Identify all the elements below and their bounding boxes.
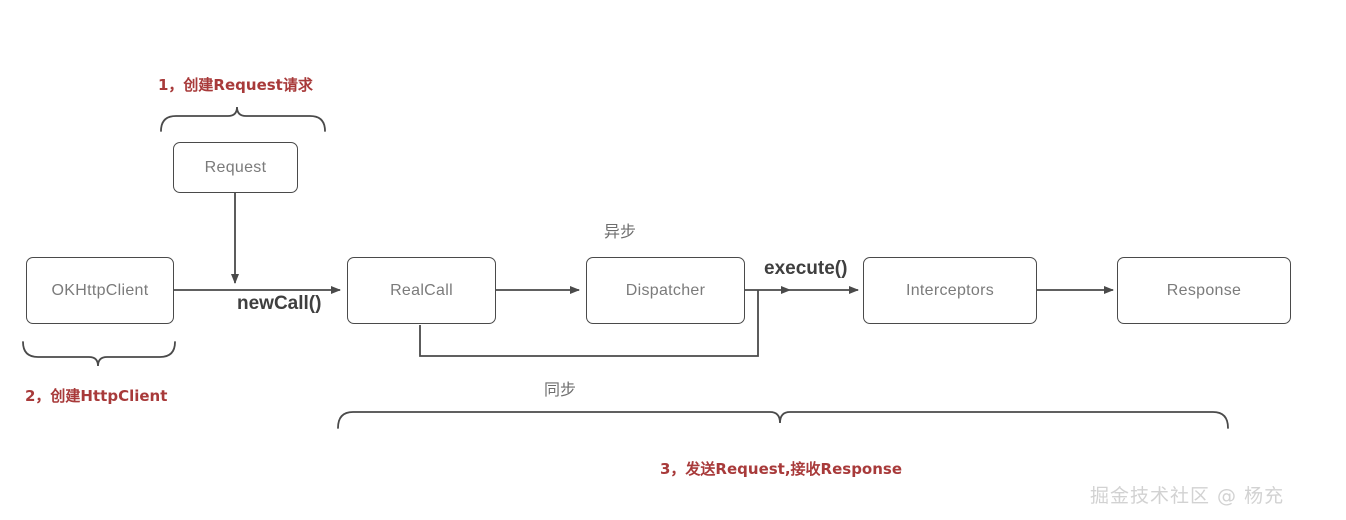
node-response[interactable]: Response — [1117, 257, 1291, 324]
node-interceptors-label: Interceptors — [905, 281, 995, 299]
node-okhttpclient-label: OKHttpClient — [51, 281, 149, 299]
watermark: 掘金技术社区 @ 杨充 — [1090, 485, 1285, 507]
flow-label-sync: 同步 — [544, 380, 577, 399]
node-okhttpclient[interactable]: OKHttpClient — [26, 257, 174, 324]
edge-label-execute: execute() — [764, 258, 848, 279]
brace-step-1 — [160, 106, 326, 132]
node-interceptors[interactable]: Interceptors — [863, 257, 1037, 324]
node-realcall[interactable]: RealCall — [347, 257, 496, 324]
brace-step-3 — [337, 411, 1229, 429]
annotation-step-3: 3，发送Request,接收Response — [660, 460, 903, 478]
edge-label-newcall: newCall() — [237, 293, 322, 314]
node-response-label: Response — [1166, 281, 1242, 299]
node-request-label: Request — [204, 158, 267, 176]
edge-sync-bypass — [419, 290, 759, 357]
brace-step-2 — [22, 341, 176, 367]
node-realcall-label: RealCall — [390, 281, 453, 299]
node-dispatcher[interactable]: Dispatcher — [586, 257, 745, 324]
flow-label-async: 异步 — [604, 222, 637, 241]
node-dispatcher-label: Dispatcher — [625, 281, 706, 299]
annotation-step-1: 1，创建Request请求 — [158, 76, 313, 94]
annotation-step-2: 2，创建HttpClient — [25, 387, 168, 405]
node-request[interactable]: Request — [173, 142, 298, 193]
